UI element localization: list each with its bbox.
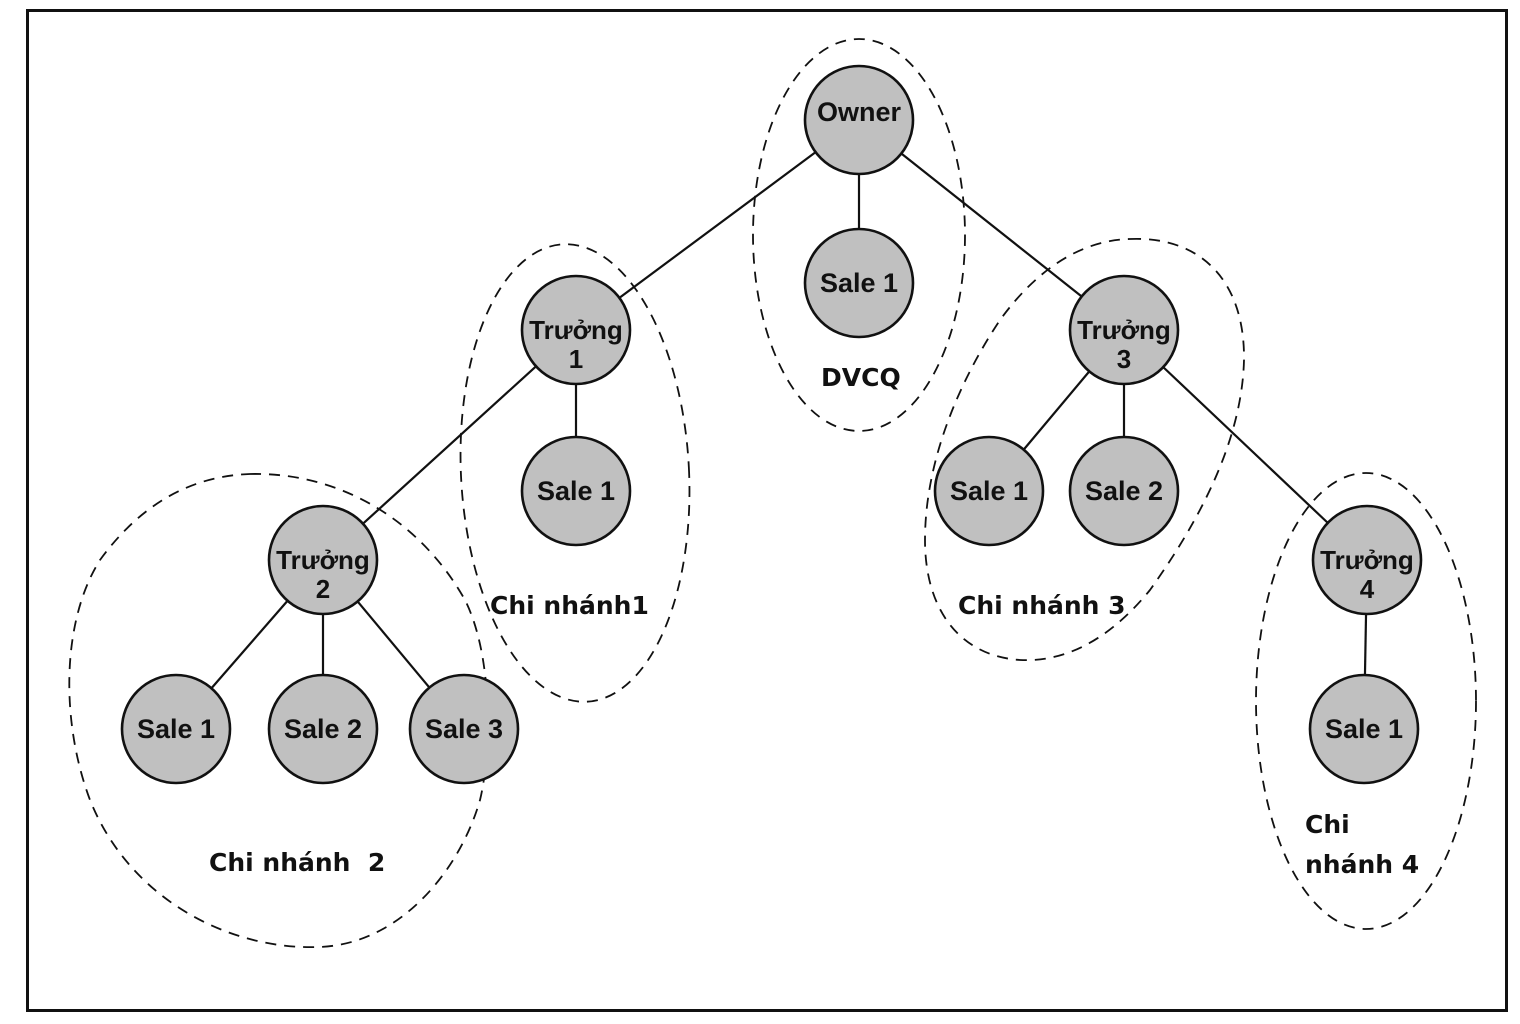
- group-label-chi-nhanh-2: Chi nhánh 2: [209, 848, 385, 877]
- node-label: Sale 1: [1325, 714, 1403, 744]
- edge-owner-to-truong3: [900, 152, 1083, 298]
- node-label: Sale 1: [137, 714, 215, 744]
- node-label: Sale 2: [1085, 476, 1163, 506]
- node-owner[interactable]: Owner: [803, 64, 915, 176]
- node-circle: [1068, 274, 1180, 386]
- group-label-chi-nhanh-3: Chi nhánh 3: [958, 591, 1126, 620]
- diagram-frame: [26, 9, 1508, 1012]
- edge-truong3-to-truong4: [1162, 366, 1329, 524]
- node-circle: [520, 435, 632, 547]
- edge-truong4-to-cn4-sale1: [1363, 613, 1368, 676]
- group-outline-chi-nhanh-3: [924, 238, 1245, 662]
- node-circle: [120, 673, 232, 785]
- node-circle: [408, 673, 520, 785]
- node-cn3-sale2[interactable]: Sale 2: [1068, 435, 1180, 547]
- edges-layer: [210, 151, 1368, 689]
- node-cn2-sale2[interactable]: Sale 2: [267, 673, 379, 785]
- node-circle: [1308, 673, 1420, 785]
- node-cn3-sale1[interactable]: Sale 1: [933, 435, 1045, 547]
- groups-layer: [68, 38, 1477, 948]
- node-circle: [267, 673, 379, 785]
- node-label: Sale 2: [284, 714, 362, 744]
- node-circle: [803, 227, 915, 339]
- node-circle: [803, 64, 915, 176]
- node-circle: [1068, 435, 1180, 547]
- node-cn4-sale1[interactable]: Sale 1: [1308, 673, 1420, 785]
- node-label: Sale 3: [425, 714, 503, 744]
- group-label-chi-nhanh-4-line1: Chi: [1305, 810, 1350, 839]
- node-label: Sale 1: [820, 268, 898, 298]
- node-label: Sale 1: [537, 476, 615, 506]
- group-outline-chi-nhanh-1: [459, 243, 691, 703]
- node-cn1-sale1[interactable]: Sale 1: [520, 435, 632, 547]
- node-label: Owner: [817, 97, 902, 127]
- edge-truong1-to-truong2: [362, 365, 537, 525]
- edge-owner-to-truong1: [618, 151, 817, 299]
- group-label-chi-nhanh-4-line2: nhánh 4: [1305, 850, 1419, 879]
- node-label: Sale 1: [950, 476, 1028, 506]
- edge-truong2-to-cn2-sale1: [210, 600, 289, 689]
- node-circle: [520, 274, 632, 386]
- node-cn2-sale3[interactable]: Sale 3: [408, 673, 520, 785]
- edge-truong3-to-cn3-sale1: [1022, 370, 1091, 451]
- edge-truong2-to-cn2-sale3: [356, 600, 431, 689]
- group-outline-dvcq: [752, 38, 966, 432]
- group-label-dvcq: DVCQ: [821, 363, 901, 392]
- group-outline-chi-nhanh-4: [1255, 472, 1477, 930]
- node-circle: [1311, 504, 1423, 616]
- node-circle: [933, 435, 1045, 547]
- node-cn2-sale1[interactable]: Sale 1: [120, 673, 232, 785]
- node-dvcq-sale1[interactable]: Sale 1: [803, 227, 915, 339]
- group-label-chi-nhanh-1: Chi nhánh1: [490, 591, 649, 620]
- group-labels-layer: DVCQ Chi nhánh1 Chi nhánh 2 Chi nhánh 3 …: [209, 363, 1419, 879]
- group-label-chi-nhanh-4: Chi nhánh 4: [1305, 810, 1419, 879]
- node-circle: [267, 504, 379, 616]
- group-outline-chi-nhanh-2: [68, 473, 489, 948]
